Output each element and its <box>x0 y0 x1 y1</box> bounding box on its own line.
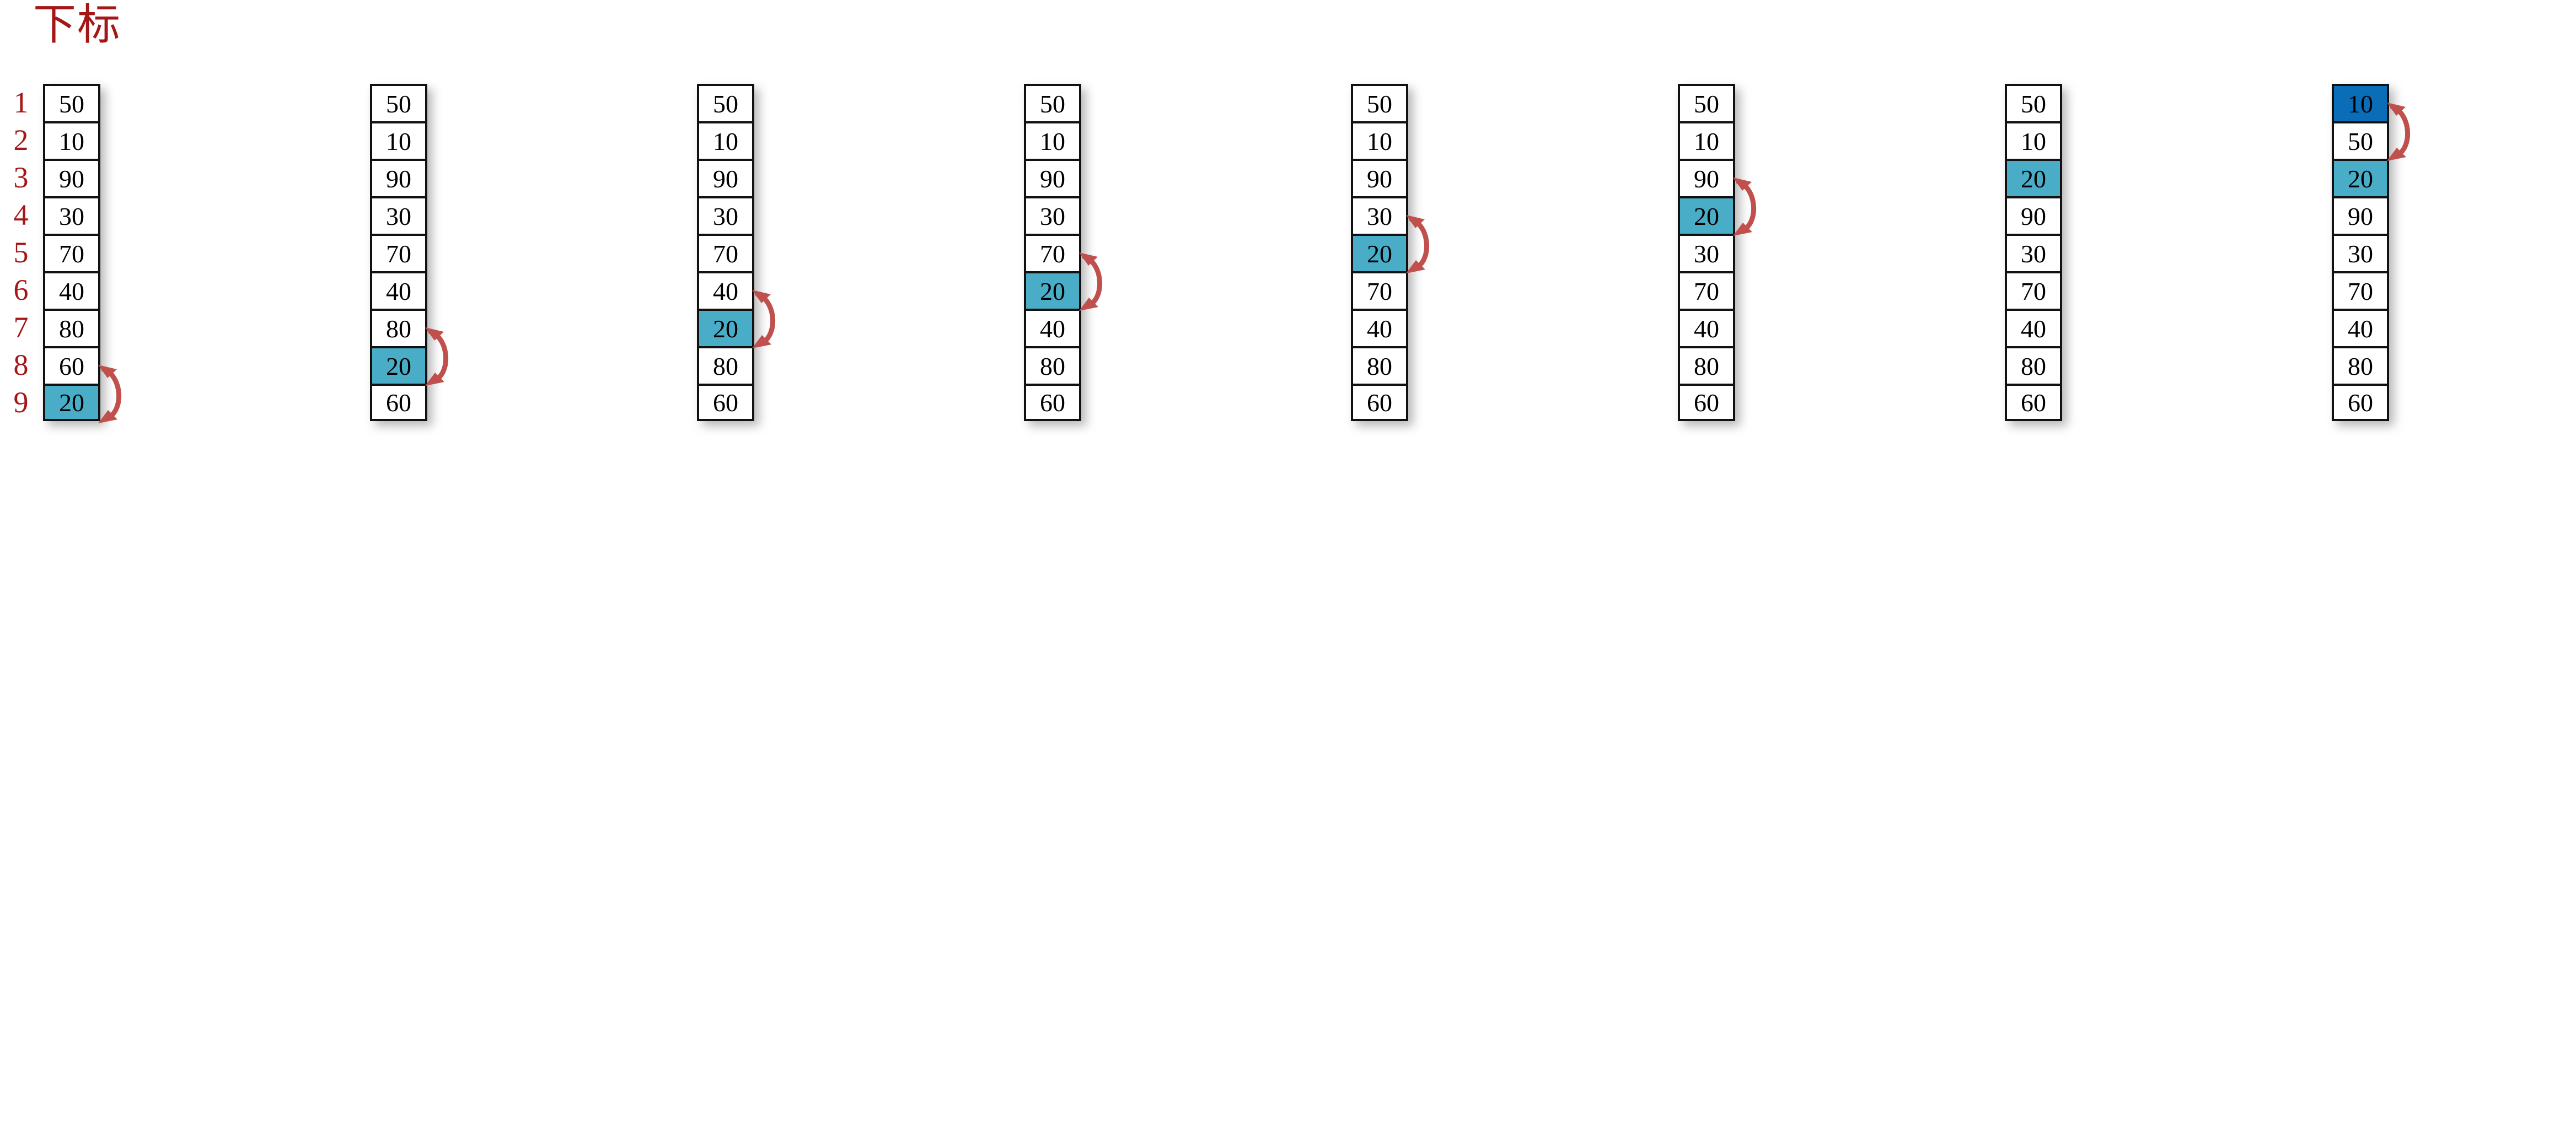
row-index-1: 1 <box>13 86 29 119</box>
row-index-8: 8 <box>13 348 29 381</box>
array-cell: 30 <box>43 196 100 234</box>
array-cell: 50 <box>697 84 754 121</box>
array-cell: 30 <box>2005 234 2062 271</box>
row-index-9: 9 <box>13 386 29 419</box>
row-index-4: 4 <box>13 198 29 231</box>
array-cell: 80 <box>697 346 754 384</box>
array-cell: 40 <box>1678 309 1735 346</box>
array-cell: 20 <box>1024 271 1081 309</box>
array-cell: 40 <box>2005 309 2062 346</box>
array-cell: 20 <box>1678 196 1735 234</box>
array-cell: 50 <box>43 84 100 121</box>
array-cell: 70 <box>1678 271 1735 309</box>
array-cell: 60 <box>1678 384 1735 421</box>
array-cell: 40 <box>1024 309 1081 346</box>
array-cell: 90 <box>2005 196 2062 234</box>
array-cell: 90 <box>43 159 100 196</box>
array-cell: 70 <box>1024 234 1081 271</box>
array-cell: 10 <box>2332 84 2389 121</box>
array-cell: 40 <box>1351 309 1408 346</box>
array-cell: 10 <box>370 121 427 159</box>
array-cell: 60 <box>43 346 100 384</box>
array-cell: 60 <box>1351 384 1408 421</box>
array-cell: 60 <box>2332 384 2389 421</box>
array-cell: 50 <box>370 84 427 121</box>
row-index-7: 7 <box>13 311 29 344</box>
swap-arrow-icon <box>751 282 792 357</box>
row-index-5: 5 <box>13 236 29 269</box>
array-cell: 80 <box>1351 346 1408 384</box>
array-cell: 40 <box>370 271 427 309</box>
swap-arrow-icon <box>1078 245 1119 320</box>
array-cell: 30 <box>1351 196 1408 234</box>
index-gutter: 1 2 3 4 5 6 7 8 9 <box>0 84 42 421</box>
array-cell: 30 <box>697 196 754 234</box>
array-cell: 10 <box>1024 121 1081 159</box>
array-cell: 80 <box>370 309 427 346</box>
array-cell: 60 <box>697 384 754 421</box>
array-cell: 80 <box>1678 346 1735 384</box>
array-cell: 70 <box>43 234 100 271</box>
array-cell: 10 <box>1678 121 1735 159</box>
array-cell: 30 <box>1678 234 1735 271</box>
array-cell: 90 <box>370 159 427 196</box>
array-cell: 20 <box>43 384 100 421</box>
array-cell: 60 <box>1024 384 1081 421</box>
array-cell: 70 <box>697 234 754 271</box>
array-cell: 20 <box>1351 234 1408 271</box>
array-cell: 40 <box>43 271 100 309</box>
array-cell: 80 <box>43 309 100 346</box>
array-cell: 60 <box>2005 384 2062 421</box>
swap-arrow-icon <box>1732 170 1773 245</box>
page-title: 下标 <box>33 0 122 50</box>
array-cell: 70 <box>2332 271 2389 309</box>
array-cell: 80 <box>2005 346 2062 384</box>
array-cell: 70 <box>1351 271 1408 309</box>
array-cell: 50 <box>2332 121 2389 159</box>
array-cell: 50 <box>1678 84 1735 121</box>
swap-arrow-icon <box>1405 207 1446 282</box>
array-cell: 60 <box>370 384 427 421</box>
array-cell: 30 <box>370 196 427 234</box>
array-cell: 50 <box>1024 84 1081 121</box>
array-cell: 10 <box>697 121 754 159</box>
array-cell: 20 <box>370 346 427 384</box>
array-cell: 30 <box>2332 234 2389 271</box>
row-index-6: 6 <box>13 273 29 306</box>
array-cell: 10 <box>2005 121 2062 159</box>
array-cell: 90 <box>697 159 754 196</box>
array-cell: 90 <box>2332 196 2389 234</box>
swap-arrow-icon <box>2386 95 2427 170</box>
array-cell: 20 <box>2005 159 2062 196</box>
array-cell: 80 <box>2332 346 2389 384</box>
array-cell: 40 <box>2332 309 2389 346</box>
array-cell: 90 <box>1351 159 1408 196</box>
swap-arrow-icon <box>97 357 138 432</box>
array-cell: 70 <box>370 234 427 271</box>
array-cell: 30 <box>1024 196 1081 234</box>
array-cell: 90 <box>1024 159 1081 196</box>
array-cell: 10 <box>1351 121 1408 159</box>
row-index-2: 2 <box>13 123 29 157</box>
array-cell: 20 <box>697 309 754 346</box>
row-index-3: 3 <box>13 161 29 194</box>
array-cell: 50 <box>1351 84 1408 121</box>
array-cell: 80 <box>1024 346 1081 384</box>
swap-arrow-icon <box>424 320 465 395</box>
array-cell: 40 <box>697 271 754 309</box>
array-cell: 90 <box>1678 159 1735 196</box>
array-cell: 10 <box>43 121 100 159</box>
array-cell: 20 <box>2332 159 2389 196</box>
array-cell: 50 <box>2005 84 2062 121</box>
array-cell: 70 <box>2005 271 2062 309</box>
